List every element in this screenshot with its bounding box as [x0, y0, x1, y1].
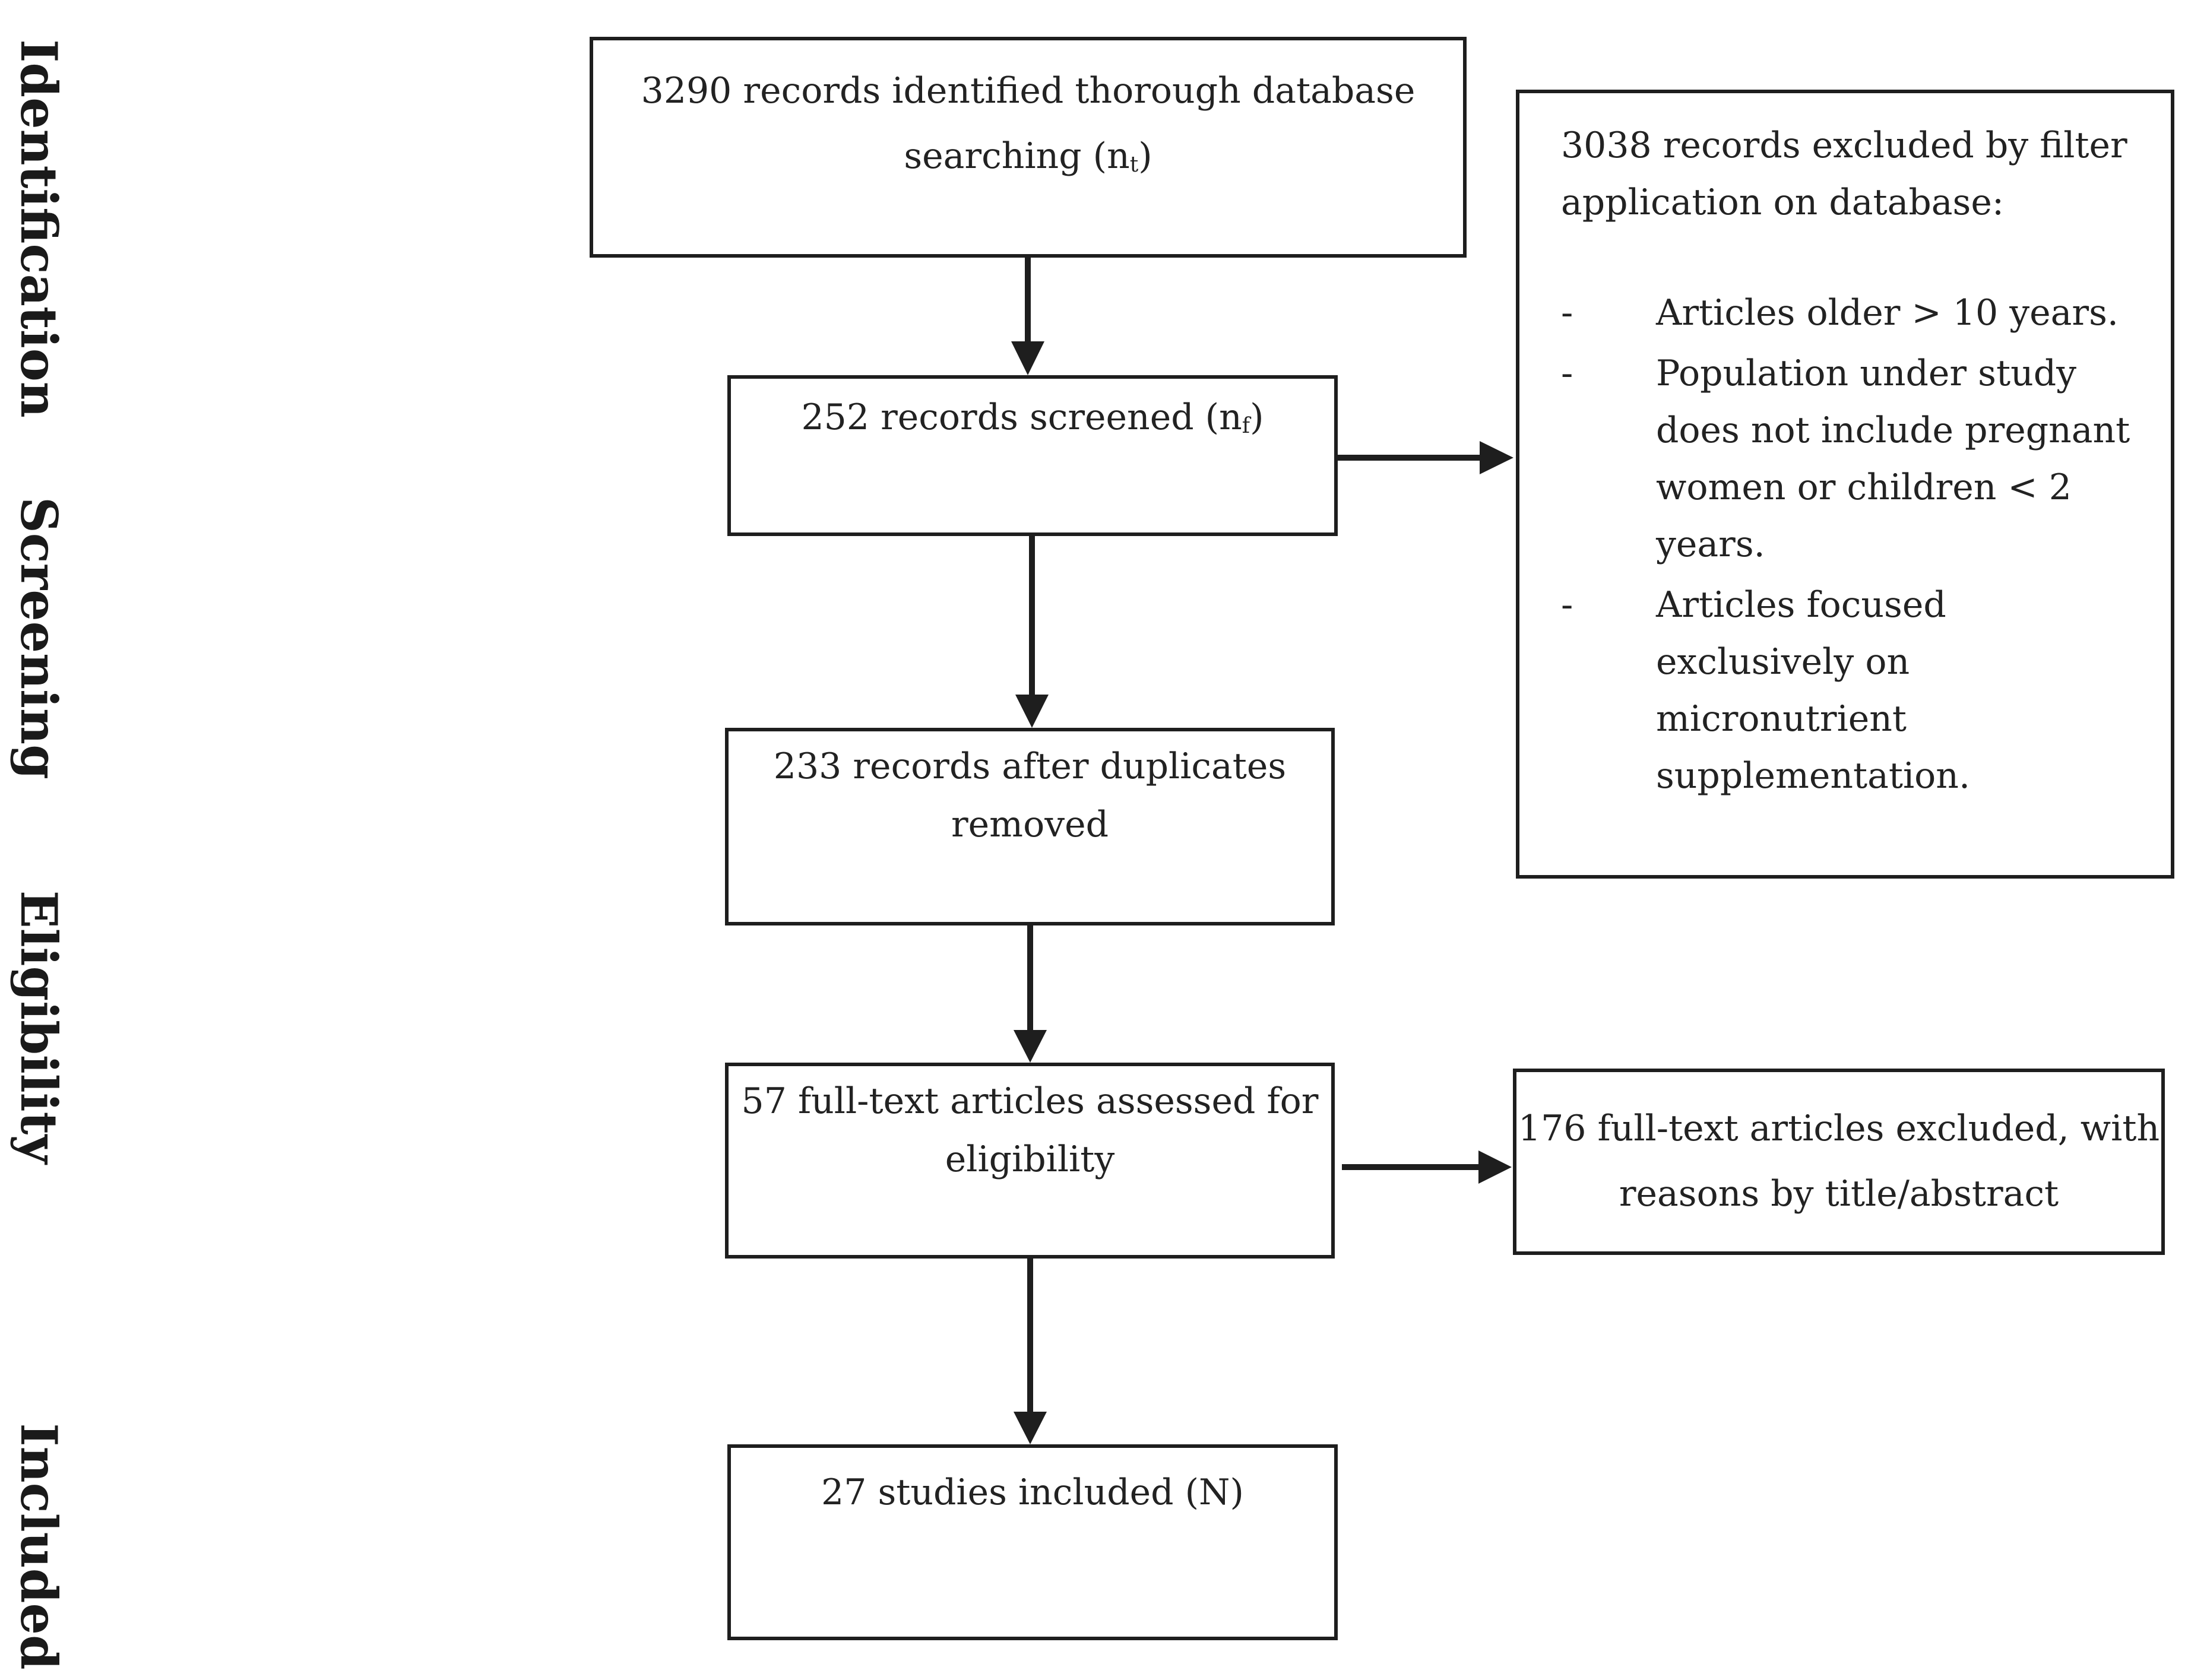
studies-included-text: 27 studies included (N): [821, 1472, 1244, 1513]
arrowhead-screened-to-dedup: [1015, 695, 1049, 728]
duplicates-removed-text: 233 records after duplicates removed: [773, 746, 1287, 845]
criterion-dash: -: [1561, 584, 1573, 626]
criterion-dash: -: [1561, 353, 1573, 394]
criterion-text: Population under study does not include …: [1656, 353, 2130, 565]
arrowhead-dedup-to-fulltext: [1014, 1030, 1047, 1063]
arrowhead-fulltext-to-included: [1014, 1412, 1047, 1444]
criterion-text: Articles focused exclusively on micronut…: [1656, 584, 1971, 797]
filter-exclusion-intro: 3038 records excluded by filter applicat…: [1561, 125, 2127, 223]
studies-included-box: 27 studies included (N): [727, 1444, 1338, 1640]
full-text-assessed-box: 57 full-text articles assessed for eligi…: [725, 1063, 1335, 1259]
records-screened-text: 252 records screened (nf): [801, 397, 1264, 438]
criterion-text: Articles older > 10 years.: [1656, 292, 2119, 334]
records-screened-box: 252 records screened (nf): [727, 375, 1338, 536]
arrowhead-screened-to-filter-exclusion: [1480, 441, 1513, 474]
full-text-assessed-text: 57 full-text articles assessed for eligi…: [741, 1080, 1319, 1180]
exclusion-criterion: - Population under study does not includ…: [1561, 345, 2135, 573]
records-identified-text: 3290 records identified thorough databas…: [641, 70, 1416, 177]
exclusion-criterion: - Articles older > 10 years.: [1561, 284, 2135, 341]
exclusion-criterion: - Articles focused exclusively on micron…: [1561, 576, 2135, 804]
arrowhead-identified-to-screened: [1011, 341, 1044, 375]
records-identified-box: 3290 records identified thorough databas…: [590, 37, 1467, 258]
duplicates-removed-box: 233 records after duplicates removed: [725, 728, 1335, 925]
full-text-exclusion-box: 176 full-text articles excluded, with re…: [1513, 1069, 2165, 1255]
filter-exclusion-box: 3038 records excluded by filter applicat…: [1516, 90, 2174, 879]
full-text-exclusion-text: 176 full-text articles excluded, with re…: [1518, 1108, 2160, 1215]
criterion-dash: -: [1561, 292, 1573, 334]
arrowhead-fulltext-to-exclusion: [1478, 1150, 1512, 1184]
